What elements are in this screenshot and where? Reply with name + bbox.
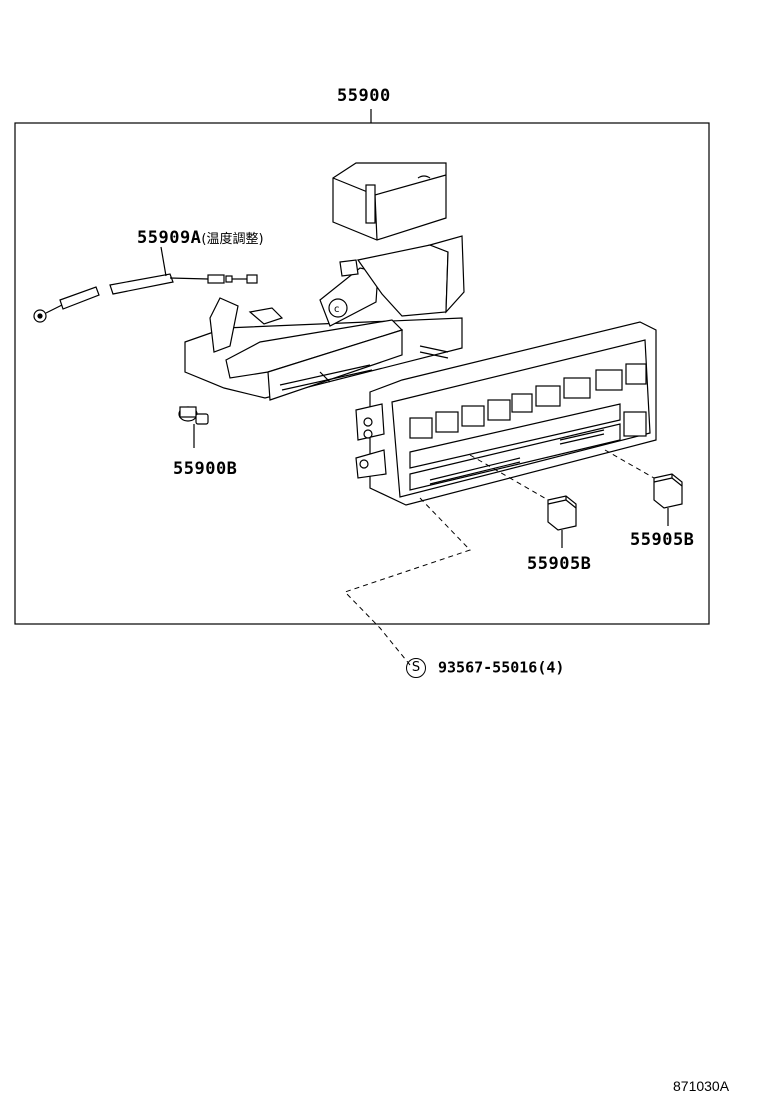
part-label-bulb: 55900B	[173, 459, 238, 479]
screw-symbol-icon: S	[406, 658, 426, 678]
part-label-cable: 55909A(温度調整)	[137, 228, 264, 248]
panel-buttons	[409, 363, 647, 439]
cover-block	[332, 162, 447, 241]
part-number: 55909A	[137, 228, 202, 248]
part-label-assembly: 55900	[337, 86, 391, 106]
part-label-knob-right: 55905B	[630, 530, 695, 550]
panel-sliders	[409, 403, 621, 491]
part-note: (温度調整)	[201, 232, 264, 247]
assembly-frame	[14, 109, 710, 625]
svg-text:c: c	[334, 304, 340, 315]
control-panel	[355, 321, 657, 506]
knob-icon	[547, 473, 683, 548]
lever-bracket: c	[184, 235, 465, 401]
screw-part-number: 93567-55016(4)	[438, 658, 565, 677]
control-cable	[33, 246, 258, 323]
leader-lines	[344, 449, 655, 666]
screw-label: S 93567-55016(4)	[406, 658, 564, 678]
part-label-knob-center: 55905B	[527, 554, 592, 574]
bulb-icon	[178, 406, 209, 448]
diagram-code: 871030A	[673, 1078, 730, 1094]
